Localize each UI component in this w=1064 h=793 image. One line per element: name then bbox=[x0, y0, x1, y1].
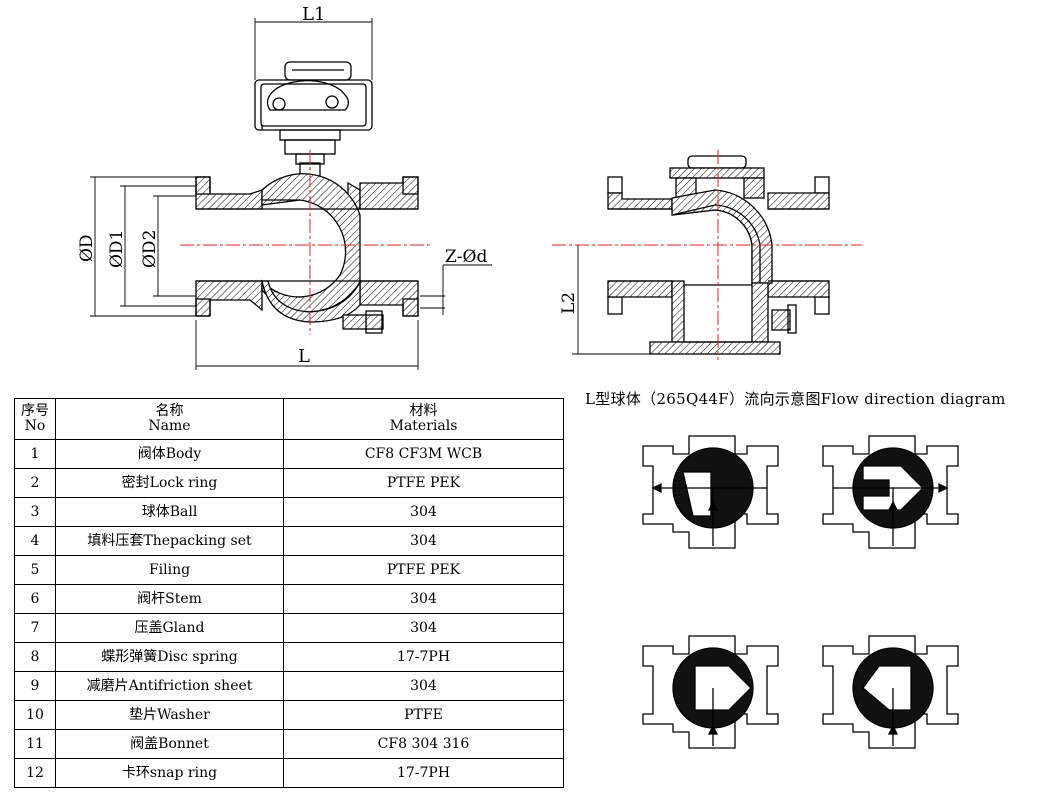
dim-L1: L1 bbox=[302, 4, 325, 25]
table-cell-name: 球体Ball bbox=[55, 497, 284, 527]
table-cell-no: 2 bbox=[14, 468, 56, 498]
table-cell-material: 304 bbox=[283, 671, 564, 701]
flow-diagram-2 bbox=[822, 435, 959, 549]
table-cell-material: 17-7PH bbox=[283, 642, 564, 672]
ball-section bbox=[261, 173, 361, 313]
table-cell-no: 1 bbox=[14, 439, 56, 469]
table-cell-name: 阀体Body bbox=[55, 439, 284, 469]
table-cell-name: 垫片Washer bbox=[55, 700, 284, 730]
dim-D2: ØD2 bbox=[140, 230, 160, 268]
table-cell-material: PTFE PEK bbox=[283, 555, 564, 585]
table-cell-no: 9 bbox=[14, 671, 56, 701]
flow-diagram-3 bbox=[642, 635, 779, 749]
dim-L: L bbox=[298, 346, 310, 367]
table-cell-name: 蝶形弹簧Disc spring bbox=[55, 642, 284, 672]
flow-diagram-1 bbox=[642, 435, 779, 549]
table-cell-name: 压盖Gland bbox=[55, 613, 284, 643]
table-cell-no: 11 bbox=[14, 729, 56, 759]
table-cell-name: 减磨片Antifriction sheet bbox=[55, 671, 284, 701]
table-cell-name: 填料压套Thepacking set bbox=[55, 526, 284, 556]
table-cell-material: PTFE PEK bbox=[283, 468, 564, 498]
table-cell-material: CF8 304 316 bbox=[283, 729, 564, 759]
table-cell-material: 304 bbox=[283, 497, 564, 527]
table-cell-no: 5 bbox=[14, 555, 56, 585]
valve-side-view bbox=[552, 150, 862, 360]
flow-diagram-title: L型球体（265Q44F）流向示意图Flow direction diagram bbox=[585, 390, 1006, 408]
flow-diagram-4 bbox=[822, 635, 959, 749]
dim-D: ØD bbox=[77, 234, 97, 262]
dim-D1: ØD1 bbox=[107, 230, 127, 268]
valve-front-view bbox=[90, 18, 492, 370]
dim-L2: L2 bbox=[559, 292, 579, 314]
table-cell-no: 8 bbox=[14, 642, 56, 672]
electric-actuator bbox=[254, 61, 373, 165]
table-cell-name: 密封Lock ring bbox=[55, 468, 284, 498]
table-cell-material: 304 bbox=[283, 613, 564, 643]
dim-Zd: Z-Ød bbox=[445, 247, 487, 267]
table-cell-material: 17-7PH bbox=[283, 758, 564, 788]
table-cell-material: CF8 CF3M WCB bbox=[283, 439, 564, 469]
table-cell-no: 12 bbox=[14, 758, 56, 788]
table-cell-name: Filing bbox=[55, 555, 284, 585]
table-cell-material: 304 bbox=[283, 526, 564, 556]
table-cell-no: 7 bbox=[14, 613, 56, 643]
table-cell-material: PTFE bbox=[283, 700, 564, 730]
table-cell-name: 卡环snap ring bbox=[55, 758, 284, 788]
table-cell-no: 10 bbox=[14, 700, 56, 730]
table-cell-no: 6 bbox=[14, 584, 56, 614]
body-section bbox=[195, 176, 263, 210]
table-cell-name: 阀杆Stem bbox=[55, 584, 284, 614]
table-cell-no: 4 bbox=[14, 526, 56, 556]
table-cell-no: 3 bbox=[14, 497, 56, 527]
table-cell-name: 阀盖Bonnet bbox=[55, 729, 284, 759]
table-cell-material: 304 bbox=[283, 584, 564, 614]
